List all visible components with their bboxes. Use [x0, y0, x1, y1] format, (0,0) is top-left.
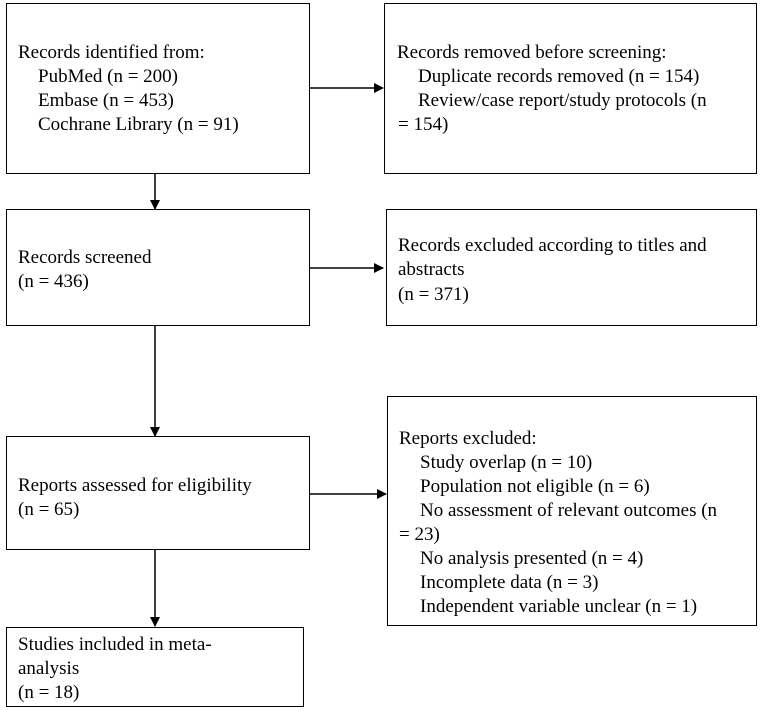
removed-line-1: Duplicate records removed (n = 154) — [418, 66, 700, 87]
records-excluded-box — [386, 209, 757, 326]
records-identified-box — [6, 3, 310, 174]
records-screened-count: (n = 436) — [18, 271, 89, 292]
source-pubmed: PubMed (n = 200) — [38, 66, 179, 87]
excluded-count: (n = 371) — [398, 284, 469, 305]
eligibility-count: (n = 65) — [18, 499, 80, 520]
records-removed-title: Records removed before screening: — [397, 42, 667, 63]
removed-line-3: = 154) — [398, 114, 449, 135]
reason-independent-variable: Independent variable unclear (n = 1) — [420, 596, 698, 617]
records-screened-box — [6, 209, 310, 326]
removed-line-2: Review/case report/study protocols (n — [418, 90, 707, 111]
eligibility-title: Reports assessed for eligibility — [18, 475, 252, 496]
included-count: (n = 18) — [18, 682, 80, 703]
reports-excluded-box — [387, 396, 757, 626]
source-embase: Embase (n = 453) — [38, 90, 174, 111]
included-line-2: analysis — [18, 658, 80, 679]
reason-population: Population not eligible (n = 6) — [420, 476, 650, 497]
reason-no-analysis: No analysis presented (n = 4) — [420, 548, 644, 569]
studies-included-box — [6, 627, 304, 707]
reason-no-assessment: No assessment of relevant outcomes (n — [420, 500, 718, 521]
excluded-line-2: abstracts — [398, 259, 465, 280]
records-removed-box — [384, 3, 757, 174]
reason-no-assessment-cont: = 23) — [399, 524, 440, 545]
source-cochrane: Cochrane Library (n = 91) — [38, 114, 239, 135]
reason-study-overlap: Study overlap (n = 10) — [420, 452, 593, 473]
records-screened-title: Records screened — [18, 247, 152, 268]
eligibility-box — [6, 436, 310, 550]
reason-incomplete-data: Incomplete data (n = 3) — [420, 572, 599, 593]
reports-excluded-title: Reports excluded: — [399, 428, 537, 449]
included-line-1: Studies included in meta- — [18, 634, 212, 655]
records-identified-title: Records identified from: — [18, 42, 205, 63]
excluded-line-1: Records excluded according to titles and — [398, 235, 707, 256]
